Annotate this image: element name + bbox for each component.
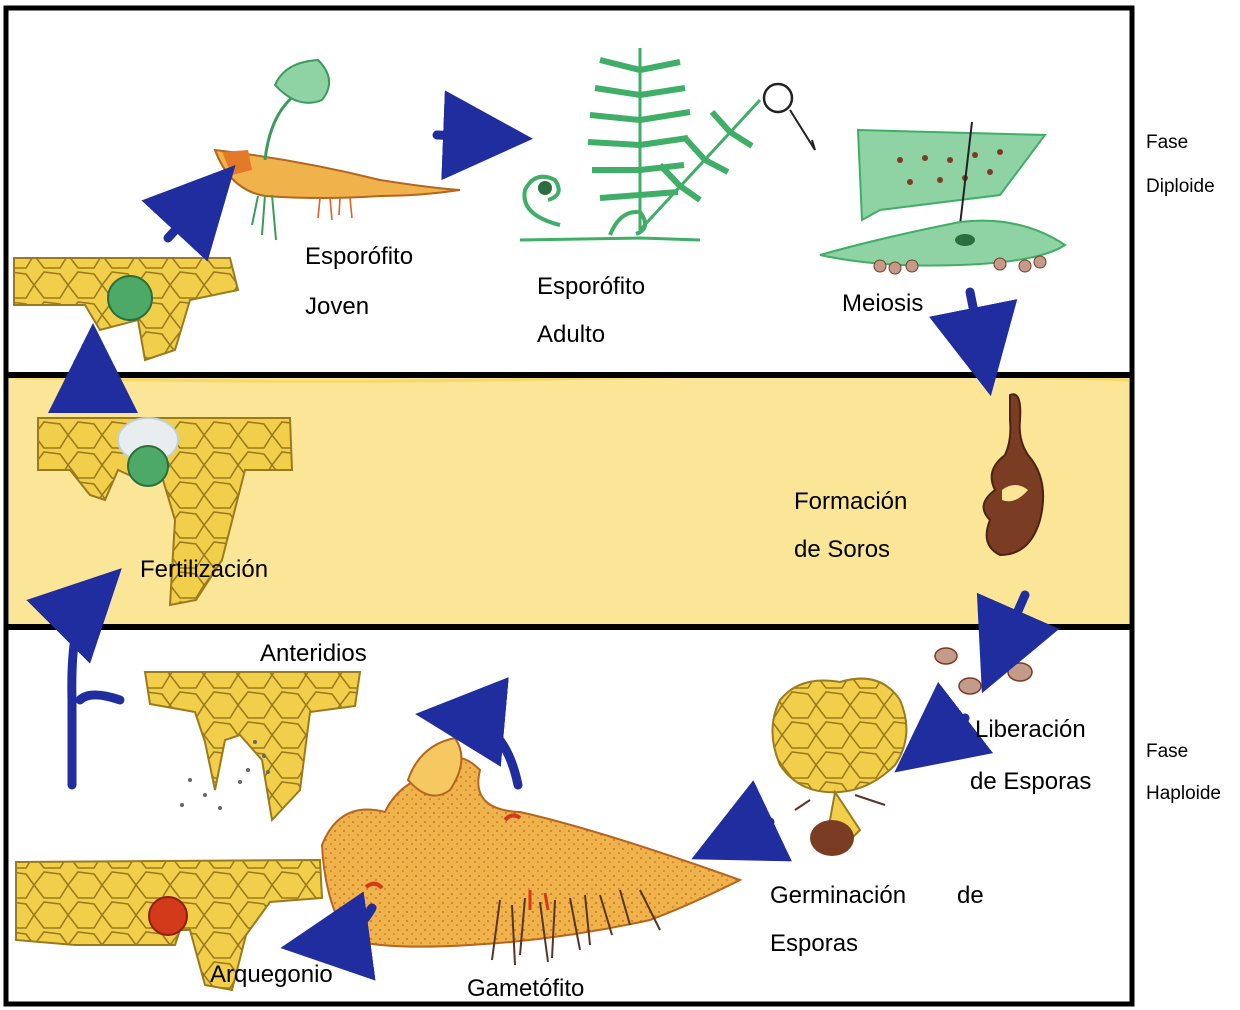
label-anteridios: Anteridios [260, 642, 367, 666]
label-esporofito-joven-1: Esporófito [305, 245, 413, 269]
label-germinacion-2: de [957, 884, 984, 908]
label-arquegonio: Arquegonio [210, 963, 333, 987]
label-liberacion-esporas-2: de Esporas [970, 770, 1091, 794]
label-formacion-soros-2: de Soros [794, 538, 890, 562]
label-meiosis: Meiosis [842, 292, 923, 316]
phase-haploid-2: Haploide [1146, 784, 1221, 803]
phase-diploid-1: Fase [1146, 133, 1188, 152]
label-fertilizacion: Fertilización [140, 558, 268, 582]
label-esporofito-adulto-2: Adulto [537, 323, 605, 347]
label-germinacion-1: Germinación [770, 884, 906, 908]
phase-diploid-2: Diploide [1146, 177, 1215, 196]
label-formacion-soros-1: Formación [794, 490, 907, 514]
label-liberacion-esporas-1: Liberación [975, 718, 1086, 742]
label-germinacion-3: Esporas [770, 932, 858, 956]
label-esporofito-joven-2: Joven [305, 295, 369, 319]
arrow-young-to-adult [437, 135, 488, 137]
label-esporofito-adulto-1: Esporófito [537, 275, 645, 299]
label-gametofito: Gametófito [467, 977, 584, 1001]
phase-haploid-1: Fase [1146, 742, 1188, 761]
arrow-branch [80, 695, 120, 700]
